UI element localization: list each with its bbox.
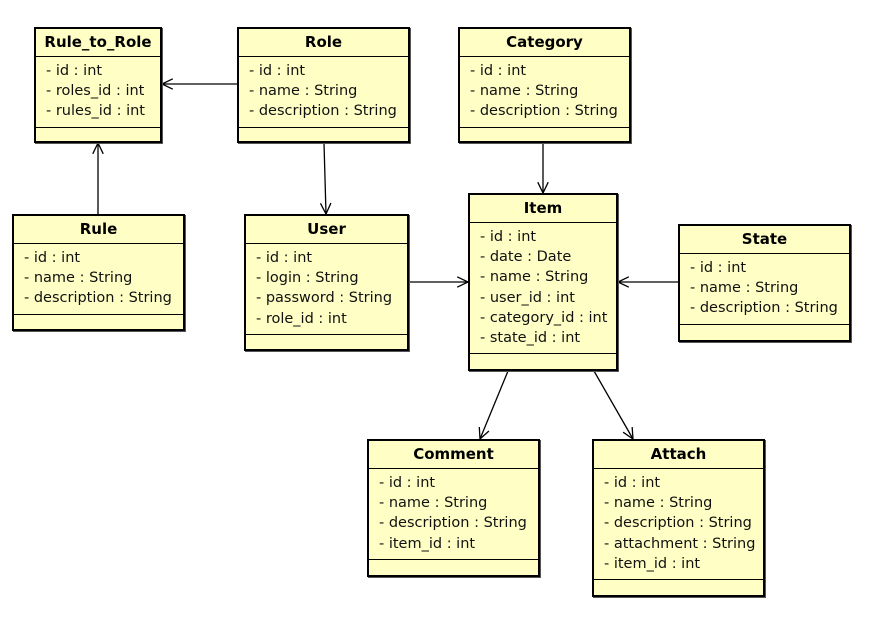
attribute: - roles_id : int — [46, 83, 145, 100]
class-item[interactable]: Item - id : int - date : Date - name : S… — [468, 193, 618, 371]
attribute: - name : String — [470, 83, 579, 100]
arrowhead — [616, 276, 630, 288]
association-item-to-comment — [478, 370, 509, 441]
arrowhead — [92, 141, 104, 155]
attribute: - name : String — [379, 495, 488, 512]
attribute: - name : String — [604, 495, 713, 512]
attribute: - rules_id : int — [46, 103, 145, 120]
attribute: - name : String — [690, 280, 799, 297]
attribute: - description : String — [24, 290, 172, 307]
attribute: - id : int — [379, 475, 436, 491]
attribute-list: - id : int - name : String - description… — [680, 254, 849, 325]
attribute: - password : String — [256, 290, 393, 307]
attribute-list: - id : int - name : String - description… — [369, 469, 538, 560]
attribute: - id : int — [470, 63, 527, 79]
class-name: Attach — [594, 441, 763, 469]
attribute: - id : int — [46, 63, 103, 79]
class-state[interactable]: State - id : int - name : String - descr… — [678, 224, 851, 342]
association-role-to-user — [319, 142, 332, 216]
attribute-list: - id : int - name : String - description… — [460, 57, 629, 128]
attribute: - item_id : int — [379, 535, 476, 552]
attribute: - id : int — [690, 260, 747, 276]
class-name: Comment — [369, 441, 538, 469]
class-name: Role — [239, 29, 408, 57]
association-category-to-item — [537, 143, 549, 195]
attribute: - user_id : int — [480, 289, 575, 306]
attribute: - id : int — [604, 475, 661, 491]
attribute: - date : Date — [480, 249, 572, 266]
class-user[interactable]: User - id : int - login : String - passw… — [244, 214, 409, 351]
attribute: - description : String — [690, 300, 838, 317]
arrowhead — [622, 426, 634, 441]
class-rule-to-role[interactable]: Rule_to_Role - id : int - roles_id : int… — [34, 27, 162, 143]
attribute: - attachment : String — [604, 535, 756, 552]
class-name: Rule_to_Role — [36, 29, 160, 57]
class-attach[interactable]: Attach - id : int - name : String - desc… — [592, 439, 765, 597]
attribute: - description : String — [249, 103, 397, 120]
attribute: - id : int — [256, 250, 313, 266]
class-name: State — [680, 226, 849, 254]
class-name: Category — [460, 29, 629, 57]
arrowhead — [160, 78, 174, 90]
attribute: - description : String — [604, 515, 752, 532]
attribute: - state_id : int — [480, 330, 581, 347]
association-rule-to-rule_to_role — [92, 141, 104, 214]
association-state-to-item — [616, 276, 678, 288]
attribute-list: - id : int - date : Date - name : String… — [470, 223, 616, 355]
attribute: - id : int — [249, 63, 306, 79]
association-item-to-attach — [593, 370, 634, 441]
class-name: Item — [470, 195, 616, 223]
attribute: - id : int — [480, 229, 537, 245]
class-role[interactable]: Role - id : int - name : String - descri… — [237, 27, 410, 143]
attribute-list: - id : int - roles_id : int - rules_id :… — [36, 57, 160, 128]
attribute: - item_id : int — [604, 555, 701, 572]
attribute-list: - id : int - name : String - description… — [14, 244, 183, 315]
attribute-list: - id : int - login : String - password :… — [246, 244, 407, 335]
attribute: - description : String — [470, 103, 618, 120]
attribute: - description : String — [379, 515, 527, 532]
class-comment[interactable]: Comment - id : int - name : String - des… — [367, 439, 540, 577]
attribute: - login : String — [256, 270, 359, 287]
attribute: - name : String — [480, 269, 589, 286]
class-category[interactable]: Category - id : int - name : String - de… — [458, 27, 631, 143]
attribute-list: - id : int - name : String - description… — [239, 57, 408, 128]
class-rule[interactable]: Rule - id : int - name : String - descri… — [12, 214, 185, 331]
attribute-list: - id : int - name : String - description… — [594, 469, 763, 581]
attribute: - role_id : int — [256, 310, 347, 327]
association-role-to-rule_to_role — [160, 78, 237, 90]
attribute: - name : String — [24, 270, 133, 287]
attribute: - name : String — [249, 83, 358, 100]
attribute: - id : int — [24, 250, 81, 266]
class-name: Rule — [14, 216, 183, 244]
attribute: - category_id : int — [480, 309, 608, 326]
association-user-to-item — [409, 276, 470, 288]
class-name: User — [246, 216, 407, 244]
